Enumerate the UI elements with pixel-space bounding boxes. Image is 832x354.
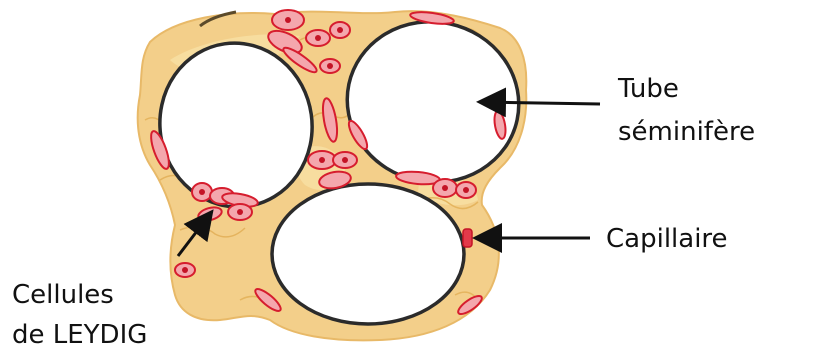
label-leydig-line1: Cellules <box>12 280 114 310</box>
cell-nucleus <box>442 185 448 191</box>
cell-nucleus <box>182 267 188 273</box>
seminiferous-tubule <box>272 184 464 324</box>
cell-nucleus <box>463 187 469 193</box>
capillary-highlighted <box>463 229 472 247</box>
cell-nucleus <box>342 157 348 163</box>
cell-nucleus <box>319 157 325 163</box>
cell-nucleus <box>315 35 321 41</box>
label-tube-line2: séminifère <box>618 117 755 147</box>
cell-nucleus <box>199 189 205 195</box>
label-capillaire: Capillaire <box>606 224 728 254</box>
cell-nucleus <box>237 209 243 215</box>
cell-nucleus <box>285 17 291 23</box>
cell-nucleus <box>327 63 333 69</box>
arrow-icon <box>482 102 600 104</box>
cell-nucleus <box>337 27 343 33</box>
label-tube-line1: Tube <box>617 74 679 104</box>
label-leydig-line2: de LEYDIG <box>12 320 147 350</box>
